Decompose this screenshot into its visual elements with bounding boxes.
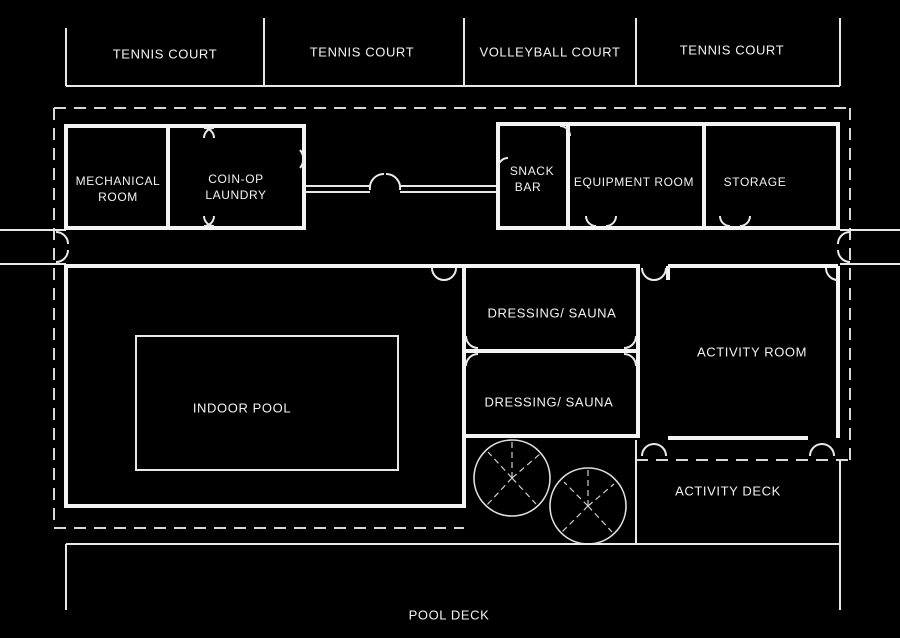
label-laundry-2: LAUNDRY [205,188,266,202]
label-snack-bar-1: SNACK [510,164,554,178]
court-lines [65,18,841,87]
block-mechanical-laundry [64,124,306,230]
roof-outline-dashed [53,107,851,529]
label-tennis-court-2: TENNIS COURT [310,44,414,59]
label-indoor-pool: INDOOR POOL [193,400,291,415]
label-dressing-sauna-2: DRESSING/ SAUNA [485,394,614,409]
label-storage: STORAGE [724,175,787,189]
label-laundry-1: COIN-OP [208,172,264,186]
label-equipment-room: EQUIPMENT ROOM [574,175,694,189]
label-activity-deck: ACTIVITY DECK [675,483,781,498]
label-dressing-sauna-1: DRESSING/ SAUNA [488,305,617,320]
label-mechanical-room-1: MECHANICAL [76,174,161,188]
dressing-sauna-block [462,264,640,438]
label-pool-deck: POOL DECK [409,607,490,622]
tree-left [473,439,551,517]
label-mechanical-room-2: ROOM [98,190,138,204]
label-volleyball-court: VOLLEYBALL COURT [479,44,620,59]
connector-corridor [304,172,498,193]
label-tennis-court-3: TENNIS COURT [680,42,784,57]
label-snack-bar-2: BAR [515,180,541,194]
walkway-doors [55,231,851,263]
block-snack-equipment-storage [496,122,840,230]
walkway-lines [0,229,900,265]
label-activity-room: ACTIVITY ROOM [697,344,807,359]
activity-room-walls [641,264,840,457]
label-tennis-court-1: TENNIS COURT [113,46,217,61]
deck-lines [65,440,841,610]
